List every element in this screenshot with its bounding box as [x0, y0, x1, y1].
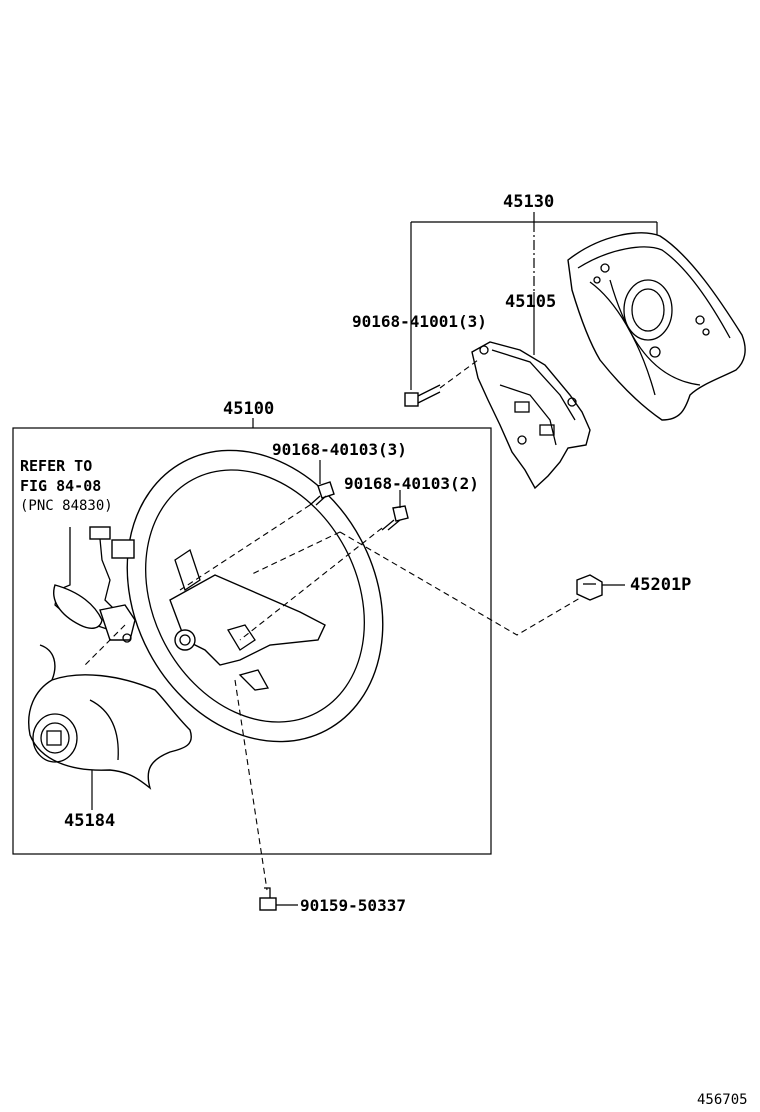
callout-90168-41001: 90168-41001(3): [352, 312, 487, 331]
nut-45201P: [576, 574, 603, 601]
pad-cover-part: [567, 232, 746, 421]
switch-harness-part: [53, 526, 136, 666]
figure-number: 456705: [697, 1092, 748, 1108]
callout-45130: 45130: [503, 192, 554, 212]
reference-note-line3: (PNC 84830): [20, 498, 113, 514]
bolt-90168-41001: [404, 359, 479, 407]
callout-45105: 45105: [505, 292, 556, 312]
callout-90159-50337: 90159-50337: [300, 896, 406, 915]
screw-90168-40103-3: [179, 481, 335, 591]
callout-45100: 45100: [223, 399, 274, 419]
screw-90168-40103-2: [239, 505, 409, 641]
steering-wheel-part: [126, 449, 384, 743]
lower-cover-part: [28, 644, 192, 790]
callout-90168-40103-3: 90168-40103(3): [272, 440, 407, 459]
dashed-path-nut: [339, 531, 581, 636]
reference-note-line1: REFER TO: [20, 457, 92, 475]
callout-45201P: 45201P: [630, 575, 691, 595]
horn-bracket-part: [471, 341, 591, 490]
dashed-path-top: [249, 531, 341, 576]
assembly-frame-45100: [12, 427, 492, 855]
reference-note-line2: FIG 84-08: [20, 477, 101, 495]
bolt-90159-50337: [234, 679, 298, 911]
callout-45184: 45184: [64, 811, 115, 831]
callout-90168-40103-2: 90168-40103(2): [344, 474, 479, 493]
